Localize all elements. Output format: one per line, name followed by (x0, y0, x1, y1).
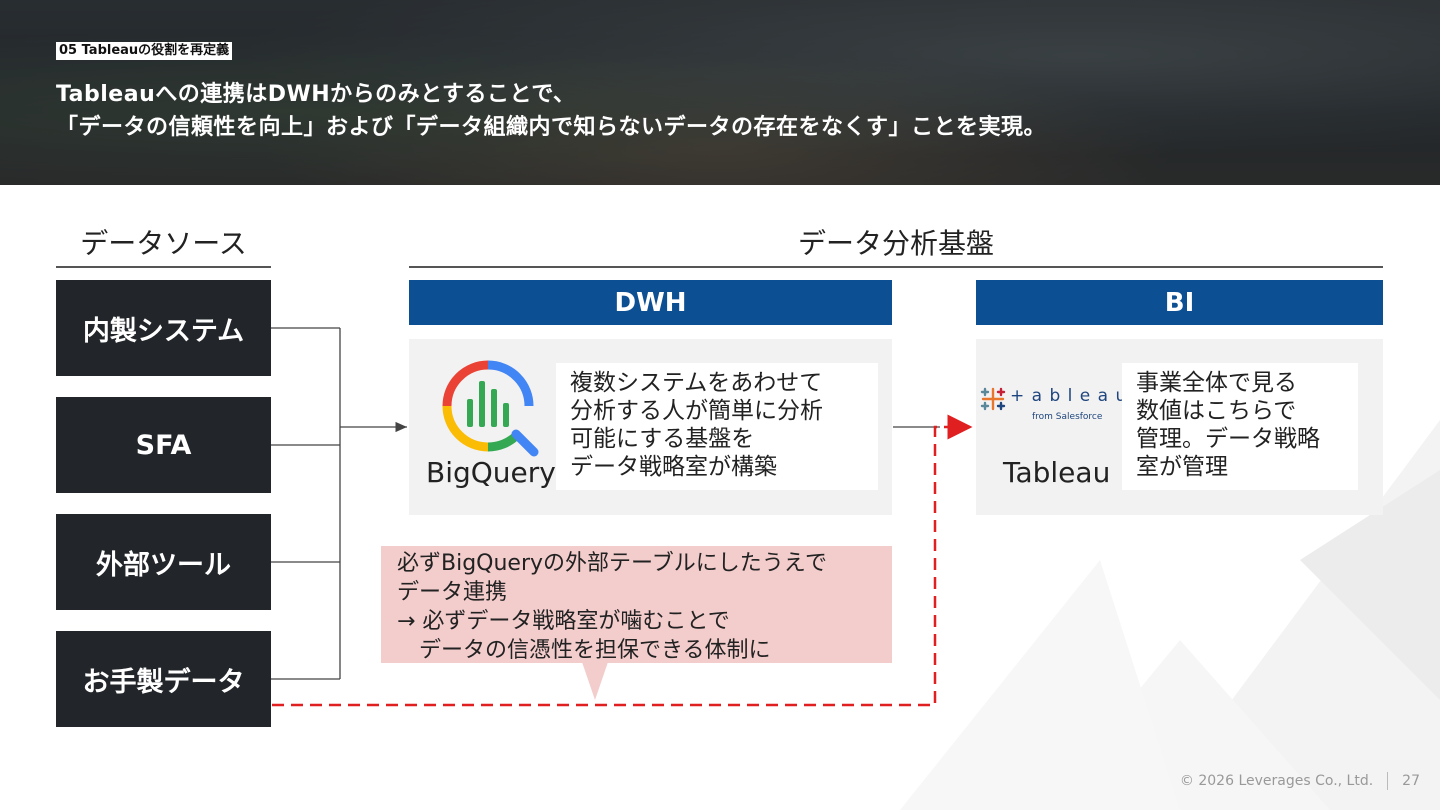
page-number: 27 (1402, 773, 1420, 789)
bigquery-logo-icon (442, 360, 539, 457)
dwh-desc-line: データ戦略室が構築 (570, 454, 777, 480)
copyright-text: © 2026 Leverages Co., Ltd. (1179, 773, 1374, 789)
bi-desc-line: 管理。データ戦略 (1136, 426, 1320, 452)
page-headline: Tableauへの連携はDWHからのみとすることで、 「データの信頼性を向上」お… (56, 78, 1046, 144)
tableau-cross-icon (980, 387, 1006, 411)
note-line: 必ずBigQueryの外部テーブルにしたうえで (397, 551, 828, 576)
note-line: データの信憑性を担保できる体制に (397, 638, 771, 663)
bi-desc-line: 数値はこちらで (1136, 398, 1297, 424)
note-line: データ連携 (397, 580, 508, 605)
section-tag: 05 Tableauの役割を再定義 (56, 42, 233, 60)
dashed-red-route (272, 414, 973, 707)
dwh-desc-line: 分析する人が簡単に分析 (570, 398, 823, 424)
bi-band: BI (976, 280, 1383, 325)
data-source-rule (56, 266, 271, 268)
source-box-external-tool: 外部ツール (56, 514, 271, 610)
dwh-desc-line: 可能にする基盤を (570, 426, 755, 452)
tableau-sub-wordmark: from Salesforce (1032, 412, 1103, 422)
platform-rule (409, 266, 1383, 268)
source-merge-lines (271, 327, 940, 680)
data-source-title: データソース (80, 227, 247, 260)
note-callout: 必ずBigQueryの外部テーブルにしたうえで データ連携 → 必ずデータ戦略室… (381, 546, 892, 663)
header-banner: 05 Tableauの役割を再定義 Tableauへの連携はDWHからのみとする… (0, 0, 1440, 185)
source-box-internal-system: 内製システム (56, 280, 271, 376)
bi-desc-line: 事業全体で見る (1136, 370, 1297, 396)
source-box-sfa: SFA (56, 397, 271, 493)
footer: © 2026 Leverages Co., Ltd. 27 (1140, 772, 1420, 790)
source-box-handmade-data: お手製データ (56, 631, 271, 727)
footer-separator (1387, 772, 1389, 790)
platform-title: データ分析基盤 (797, 227, 994, 260)
headline-line-2: 「データの信頼性を向上」および「データ組織内で知らないデータの存在をなくす」こと… (56, 115, 1047, 140)
dwh-band: DWH (409, 280, 892, 325)
tableau-caption: Tableau (1003, 456, 1111, 489)
dwh-description: 複数システムをあわせて 分析する人が簡単に分析 可能にする基盤を データ戦略室が… (556, 363, 878, 490)
bi-desc-line: 室が管理 (1136, 454, 1228, 480)
dwh-desc-line: 複数システムをあわせて (570, 370, 823, 396)
tableau-wordmark: + a b l e a u (1010, 386, 1128, 406)
bi-description: 事業全体で見る 数値はこちらで 管理。データ戦略 室が管理 (1122, 363, 1358, 490)
note-line: → 必ずデータ戦略室が噛むことで (397, 609, 730, 634)
headline-line-1: Tableauへの連携はDWHからのみとすることで、 (56, 82, 576, 107)
note-callout-tail (582, 662, 608, 700)
bigquery-caption: BigQuery (426, 456, 556, 489)
